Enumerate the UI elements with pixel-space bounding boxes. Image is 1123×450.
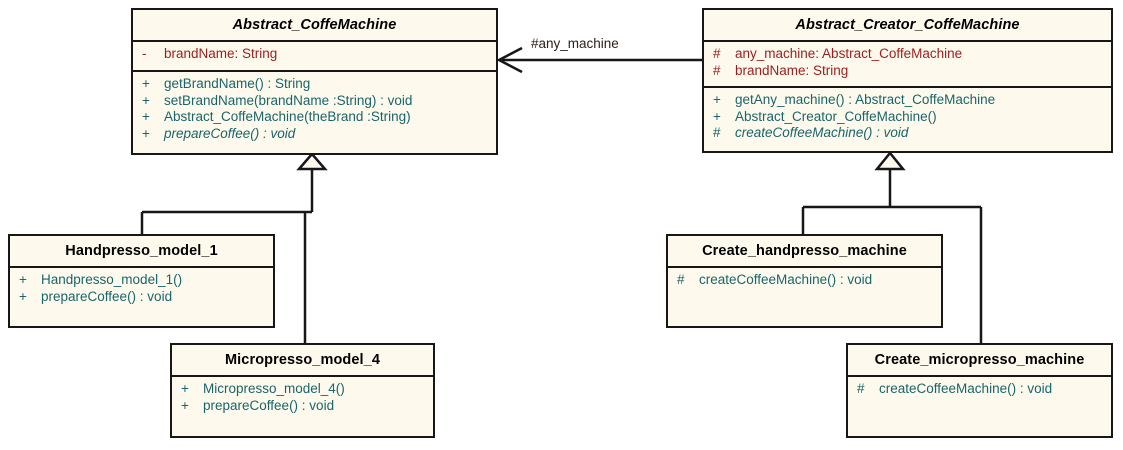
association-any-machine-connector [496, 46, 702, 74]
visibility-marker: - [142, 46, 147, 61]
class-name-create-micropresso-machine: Create_micropresso_machine [874, 352, 1085, 368]
method-label: createCoffeeMachine() : void [699, 272, 873, 287]
method-row: # createCoffeeMachine() : void [672, 272, 937, 289]
attribute-row: # any_machine: Abstract_CoffeMachine [708, 46, 1107, 63]
method-label: Handpresso_model_1() [41, 272, 183, 287]
attribute-label: brandName: String [735, 62, 849, 78]
attribute-row: - brandName: String [137, 46, 492, 63]
class-name-create-handpresso-machine: Create_handpresso_machine [702, 243, 907, 259]
attributes-compartment-abstract-coffemachine: - brandName: String [133, 42, 496, 70]
attribute-label: any_machine: Abstract_CoffeMachine [735, 46, 963, 61]
visibility-marker: + [142, 76, 150, 91]
compartment-divider [133, 40, 496, 42]
method-label: createCoffeeMachine() : void [879, 381, 1053, 396]
visibility-marker: # [677, 272, 685, 287]
method-row: # createCoffeeMachine() : void [708, 125, 1107, 142]
method-row: + getBrandName() : String [137, 76, 492, 93]
method-row: + prepareCoffee() : void [137, 126, 492, 143]
visibility-marker: # [713, 125, 721, 140]
method-label: getAny_machine() : Abstract_CoffeMachine [735, 92, 996, 107]
method-label: prepareCoffee() : void [41, 288, 173, 304]
visibility-marker: # [713, 62, 721, 78]
class-box-micropresso-model-4[interactable]: Micropresso_model_4 + Micropresso_model_… [170, 343, 435, 438]
visibility-marker: + [19, 288, 27, 304]
class-box-abstract-coffemachine[interactable]: Abstract_CoffeMachine - brandName: Strin… [131, 8, 498, 155]
compartment-divider [704, 40, 1111, 42]
visibility-marker: + [142, 109, 150, 124]
attribute-label: brandName: String [164, 46, 278, 61]
visibility-marker: + [713, 92, 721, 107]
compartment-divider [704, 86, 1111, 88]
method-row: + Micropresso_model_4() [176, 381, 429, 398]
attribute-row: # brandName: String [708, 63, 1107, 80]
generalization-right-connector [801, 151, 983, 344]
methods-compartment-abstract-creator-coffemachine: + getAny_machine() : Abstract_CoffeMachi… [704, 88, 1111, 147]
method-row: # createCoffeeMachine() : void [852, 381, 1107, 398]
compartment-divider [668, 266, 941, 268]
class-box-handpresso-model-1[interactable]: Handpresso_model_1 + Handpresso_model_1(… [8, 234, 275, 328]
method-row: + Abstract_Creator_CoffeMachine() [708, 109, 1107, 126]
class-box-create-handpresso-machine[interactable]: Create_handpresso_machine # createCoffee… [666, 234, 943, 328]
visibility-marker: + [142, 125, 150, 141]
method-label: prepareCoffee() : void [203, 397, 335, 413]
method-row: + setBrandName(brandName :String) : void [137, 93, 492, 110]
method-label: Abstract_Creator_CoffeMachine() [735, 108, 937, 124]
class-box-abstract-creator-coffemachine[interactable]: Abstract_Creator_CoffeMachine # any_mach… [702, 8, 1113, 153]
method-label: getBrandName() : String [164, 76, 311, 91]
method-label: prepareCoffee() : void [164, 125, 296, 141]
methods-compartment-handpresso-model-1: + Handpresso_model_1() + prepareCoffee()… [10, 268, 273, 310]
association-label-any-machine: #any_machine [531, 36, 619, 51]
visibility-marker: # [857, 381, 865, 396]
method-row: + prepareCoffee() : void [14, 289, 269, 306]
methods-compartment-create-handpresso-machine: # createCoffeeMachine() : void [668, 268, 941, 294]
method-label: Abstract_CoffeMachine(theBrand :String) [164, 109, 411, 124]
method-label: Micropresso_model_4() [203, 381, 345, 396]
compartment-divider [172, 375, 433, 377]
method-row: + getAny_machine() : Abstract_CoffeMachi… [708, 92, 1107, 109]
compartment-divider [133, 70, 496, 72]
class-name-abstract-creator-coffemachine: Abstract_Creator_CoffeMachine [795, 17, 1020, 33]
visibility-marker: + [713, 108, 721, 124]
visibility-marker: + [181, 381, 189, 396]
compartment-divider [10, 266, 273, 268]
generalization-left-connector [140, 152, 328, 344]
method-label: createCoffeeMachine() : void [735, 125, 909, 140]
class-name-micropresso-model-4: Micropresso_model_4 [224, 352, 380, 368]
class-name-abstract-coffemachine: Abstract_CoffeMachine [232, 17, 397, 33]
class-box-create-micropresso-machine[interactable]: Create_micropresso_machine # createCoffe… [846, 343, 1113, 438]
methods-compartment-abstract-coffemachine: + getBrandName() : String + setBrandName… [133, 72, 496, 147]
methods-compartment-create-micropresso-machine: # createCoffeeMachine() : void [848, 377, 1111, 403]
visibility-marker: # [713, 46, 721, 61]
methods-compartment-micropresso-model-4: + Micropresso_model_4() + prepareCoffee(… [172, 377, 433, 419]
class-name-handpresso-model-1: Handpresso_model_1 [65, 243, 218, 259]
visibility-marker: + [142, 92, 150, 108]
method-label: setBrandName(brandName :String) : void [164, 92, 413, 108]
attributes-compartment-abstract-creator-coffemachine: # any_machine: Abstract_CoffeMachine # b… [704, 42, 1111, 86]
compartment-divider [848, 375, 1111, 377]
method-row: + Handpresso_model_1() [14, 272, 269, 289]
visibility-marker: + [181, 397, 189, 413]
method-row: + Abstract_CoffeMachine(theBrand :String… [137, 109, 492, 126]
method-row: + prepareCoffee() : void [176, 398, 429, 415]
visibility-marker: + [19, 272, 27, 287]
